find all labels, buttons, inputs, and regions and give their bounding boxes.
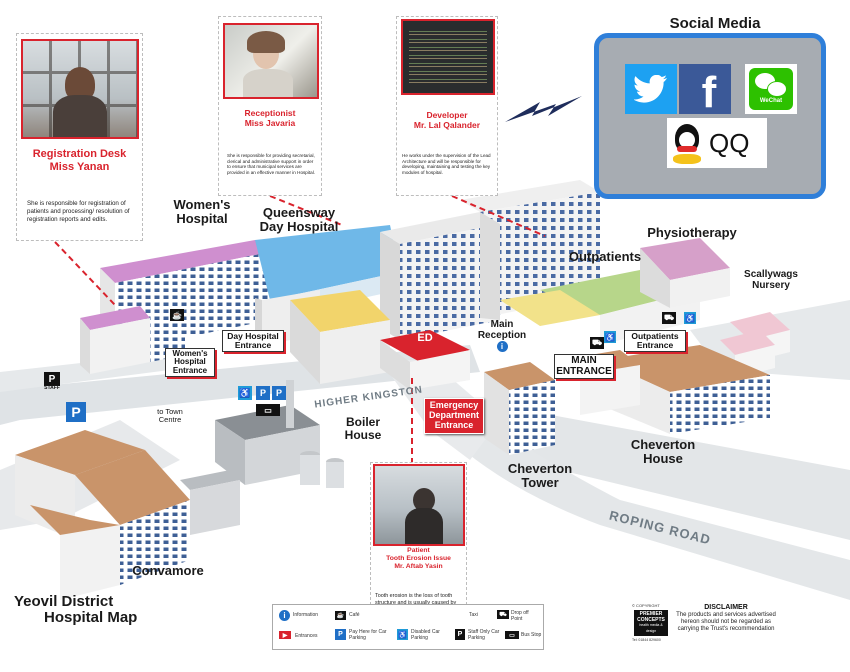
disclaimer-block: DISCLAIMER The products and services adv… [676,604,776,650]
parking-icon: P [66,402,86,422]
legend-disabled-parking: Disabled Car Parking [411,629,440,641]
scallywags-label: Scallywags Nursery [744,269,798,291]
map-title: Yeovil District Hospital Map [14,593,138,626]
developer-card: Developer Mr. Lal Qalander He works unde… [396,16,498,196]
legend-entrances: Entrances [295,633,318,639]
ed-building [380,330,470,390]
cheverton-house-label: Cheverton House [630,437,696,466]
to-town-centre-label: to Town Centre [157,407,183,424]
boiler-house-label: Boiler House [344,415,382,442]
disabled-parking-icon-2: P [272,386,286,400]
legend-information: Information [293,612,319,618]
map-legend: i Information ☕ Café Taxi ⛟ Drop off Poi… [272,604,544,650]
disclaimer-text: The products and services advertised her… [676,612,776,632]
qq-label: QQ [709,128,750,158]
legend-entrance-icon: ▶ [279,631,291,639]
drop-off-icon: ⛟ [662,312,676,324]
womens-hospital-label: Women's Hospital [173,197,231,226]
copyright-text: © COPYRIGHT [632,603,660,608]
staff-label: STAFF [44,385,60,391]
phone-text: Tel: 01844 829600 [632,638,661,642]
twitter-icon[interactable] [625,64,677,114]
legend-info-icon: i [279,610,290,621]
legend-bus-stop: Bus Stop [521,632,542,638]
wechat-icon[interactable]: WeChat [745,64,797,114]
social-media-panel: f WeChat QQ [594,33,826,199]
qq-icon[interactable]: QQ [667,118,767,168]
legend-disabled-icon: ♿ [397,629,408,640]
legend-cafe-icon: ☕ [335,611,346,620]
disabled-icon-physio: ♿ [684,312,696,324]
convamore-building [15,430,190,600]
main-reception-label: Main Reception i [477,319,527,352]
disabled-parking-icon: ♿ [238,386,252,400]
info-icon: i [496,341,508,352]
cafe-icon: ☕ [170,309,184,321]
social-media-heading: Social Media [669,15,761,32]
registration-photo [21,39,139,139]
queensway-label: Queensway Day Hospital [259,205,339,234]
developer-description: He works under the supervision of the Le… [402,153,491,176]
legend-cafe: Café [349,612,360,618]
taxi-icon: ⛟ [590,337,604,349]
disclaimer-heading: DISCLAIMER [704,604,748,611]
legend-pay-parking-icon: P [335,629,346,640]
emergency-entrance-sign: Emergency Department Entrance [424,398,484,434]
premier-concepts-logo: PREMIER CONCEPTS health media & design [634,610,668,636]
patient-photo [373,464,465,546]
cheverton-tower-building [484,362,555,455]
facebook-icon[interactable]: f [679,64,731,117]
yellow-block-building [290,290,390,384]
boiler-house-building [180,380,344,535]
legend-taxi: Taxi [469,612,478,618]
pay-parking-icon: P [256,386,270,400]
registration-title: Registration Desk Miss Yanan [32,148,127,173]
registration-description: She is responsible for registration of p… [27,200,130,223]
receptionist-title: Receptionist Miss Javaria [244,108,296,128]
patient-title: Patient Tooth Erosion Issue Mr. Aftab Ya… [386,547,451,570]
copyright-block: © COPYRIGHT PREMIER CONCEPTS health medi… [632,603,672,648]
outpatients-label: Outpatients [568,249,642,264]
legend-bus-icon: ▭ [505,631,519,639]
legend-staff-parking: Staff Only Car Parking [468,629,500,641]
cheverton-house-building [560,345,770,434]
developer-photo [401,19,495,95]
day-hospital-entrance-sign: Day Hospital Entrance [222,330,284,352]
wechat-label: WeChat [759,98,783,104]
registration-card: Registration Desk Miss Yanan She is resp… [16,33,143,241]
main-tower-building [380,180,600,340]
outpatients-entrance-sign: Outpatients Entrance [624,330,686,352]
developer-title: Developer Mr. Lal Qalander [413,110,481,130]
physiotherapy-label: Physiotherapy [647,225,737,240]
ed-label: ED [417,332,433,344]
womens-hospital-building [80,240,270,374]
receptionist-description: She is responsible for providing secreta… [227,153,316,176]
convamore-label: Convamore [132,563,204,578]
disabled-icon-outpatients: ♿ [604,331,616,343]
receptionist-card: Receptionist Miss Javaria She is respons… [218,16,322,196]
receptionist-photo [223,23,319,99]
leader-lines [54,195,546,462]
bus-stop-icon: ▭ [256,404,280,416]
womens-entrance-sign: Women's Hospital Entrance [165,348,215,378]
nursery-building [720,312,790,378]
legend-staff-icon: P [455,629,465,640]
social-arrow [505,96,582,122]
legend-pay-parking: Pay Here for Car Parking [349,629,387,641]
cheverton-tower-label: Cheverton Tower [507,461,573,490]
staff-parking-icon: P [44,372,60,386]
legend-drop-off: Drop off Point [511,610,529,622]
physiotherapy-building [640,238,730,308]
legend-drop-off-icon: ⛟ [497,610,509,619]
main-entrance-sign: MAIN ENTRANCE [554,354,614,379]
